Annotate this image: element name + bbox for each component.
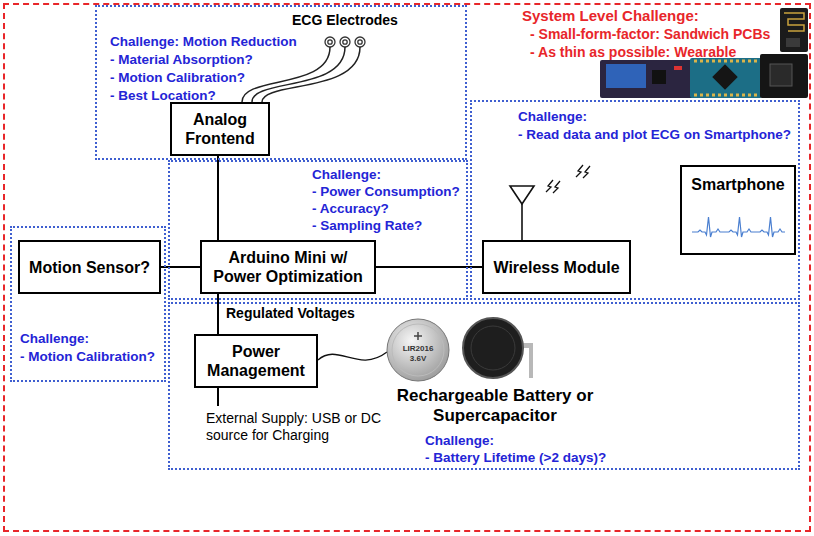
pcb-chip: [712, 64, 737, 89]
connector: [217, 156, 219, 240]
pcb-board: [690, 58, 762, 98]
pcb-module: [606, 64, 646, 88]
capacitor-body: [463, 318, 523, 378]
plus-sign: [414, 332, 422, 340]
challenge-text: - Battery Lifetime (>2 days)?: [425, 449, 606, 466]
challenge-text: Challenge:: [518, 108, 587, 125]
supply-wire: [217, 388, 219, 406]
challenge-text: - Material Absorption?: [110, 51, 253, 68]
battery-body: [387, 319, 449, 381]
system-challenge-text: System Level Challenge:: [522, 7, 699, 24]
challenge-text: Challenge:: [312, 166, 381, 183]
challenge-text: - Motion Calibration?: [20, 348, 155, 365]
challenge-text: - Accuracy?: [312, 200, 389, 217]
process-box: Analog Frontend: [170, 102, 270, 156]
battery-marking: 3.6V: [398, 354, 438, 364]
ecg-electrodes: [325, 37, 365, 47]
signal-zigzag: [553, 181, 560, 193]
pcb-chip: [786, 38, 800, 47]
supercapacitor: [463, 318, 533, 378]
wireless-signal: [546, 165, 590, 193]
box-label: Wireless Module: [493, 258, 619, 277]
challenge-text: - Read data and plot ECG on Smartphone?: [518, 126, 791, 143]
ecg-trace: [692, 217, 785, 237]
antenna-head: [510, 186, 534, 204]
antenna-stem: [521, 204, 523, 240]
challenge-text: Challenge:: [425, 432, 494, 449]
coin-battery: [387, 319, 449, 381]
wire: [262, 47, 360, 102]
process-box: Arduino Mini w/ Power Optimization: [200, 240, 376, 294]
electrode: [343, 40, 347, 44]
wire: [242, 47, 330, 102]
antenna-symbol: [510, 186, 534, 240]
part-label: ECG Electrodes: [292, 12, 398, 29]
challenge-text: Challenge: Motion Reduction: [110, 33, 297, 50]
challenge-text: - Motion Calibration?: [110, 69, 245, 86]
pcb-jack: [770, 64, 792, 86]
process-box: Power Management: [194, 334, 318, 388]
signal-zigzag: [576, 165, 583, 177]
challenge-region: Challenge: Motion Reduction- Material Ab…: [95, 5, 467, 160]
connector: [161, 266, 200, 268]
box-label: Smartphone: [691, 175, 784, 194]
box-label: Motion Sensor?: [29, 258, 150, 277]
capacitor-rim: [471, 326, 515, 370]
part-label: Rechargeable Battery or Supercapacitor: [388, 386, 602, 426]
device-box: Smartphone: [680, 165, 796, 255]
system-challenge-text: - Small-form-factor: Sandwich PCBs: [530, 26, 770, 43]
radio-module: [780, 8, 808, 52]
electrode: [355, 37, 365, 47]
box-label: Power Management: [204, 342, 308, 380]
box-label: Arduino Mini w/ Power Optimization: [210, 248, 366, 286]
signal-zigzag: [546, 180, 553, 192]
challenge-text: Challenge:: [20, 330, 89, 347]
battery-marking: LIR2016: [398, 344, 438, 354]
challenge-region: Challenge:- Power Consumption?- Accuracy…: [168, 160, 468, 300]
signal-zigzag: [583, 166, 590, 178]
battery-wire: [318, 352, 387, 360]
challenge-region: Challenge:- Read data and plot ECG on Sm…: [470, 100, 800, 300]
system-challenge-text: - As thin as possible: Wearable: [530, 44, 736, 61]
box-label: Analog Frontend: [180, 110, 260, 148]
electrode: [340, 37, 350, 47]
pcb-board: [760, 54, 808, 98]
electrode: [325, 37, 335, 47]
process-box: Wireless Module: [482, 240, 631, 294]
process-box: Motion Sensor?: [18, 240, 161, 294]
challenge-text: - Sampling Rate?: [312, 217, 422, 234]
connector: [217, 294, 219, 334]
pcb-led: [674, 66, 682, 70]
supply-note: External Supply: USB or DC source for Ch…: [206, 410, 406, 444]
electrode-wires: [242, 47, 360, 102]
capacitor-lead: [529, 343, 533, 378]
edge-label: Regulated Voltages: [224, 305, 357, 322]
challenge-text: - Power Consumption?: [312, 183, 460, 200]
system-frame: System Level Challenge: - Small-form-fact…: [3, 3, 811, 532]
pcb-antenna-trace: [784, 13, 804, 31]
challenge-region: Challenge:- Motion Calibration? Motion Se…: [10, 226, 166, 382]
wire: [252, 47, 345, 102]
pcb-pins: [694, 61, 757, 95]
battery-rim: [392, 324, 444, 376]
electrode: [358, 40, 362, 44]
pcb-chip: [652, 70, 666, 84]
electrode: [328, 40, 332, 44]
